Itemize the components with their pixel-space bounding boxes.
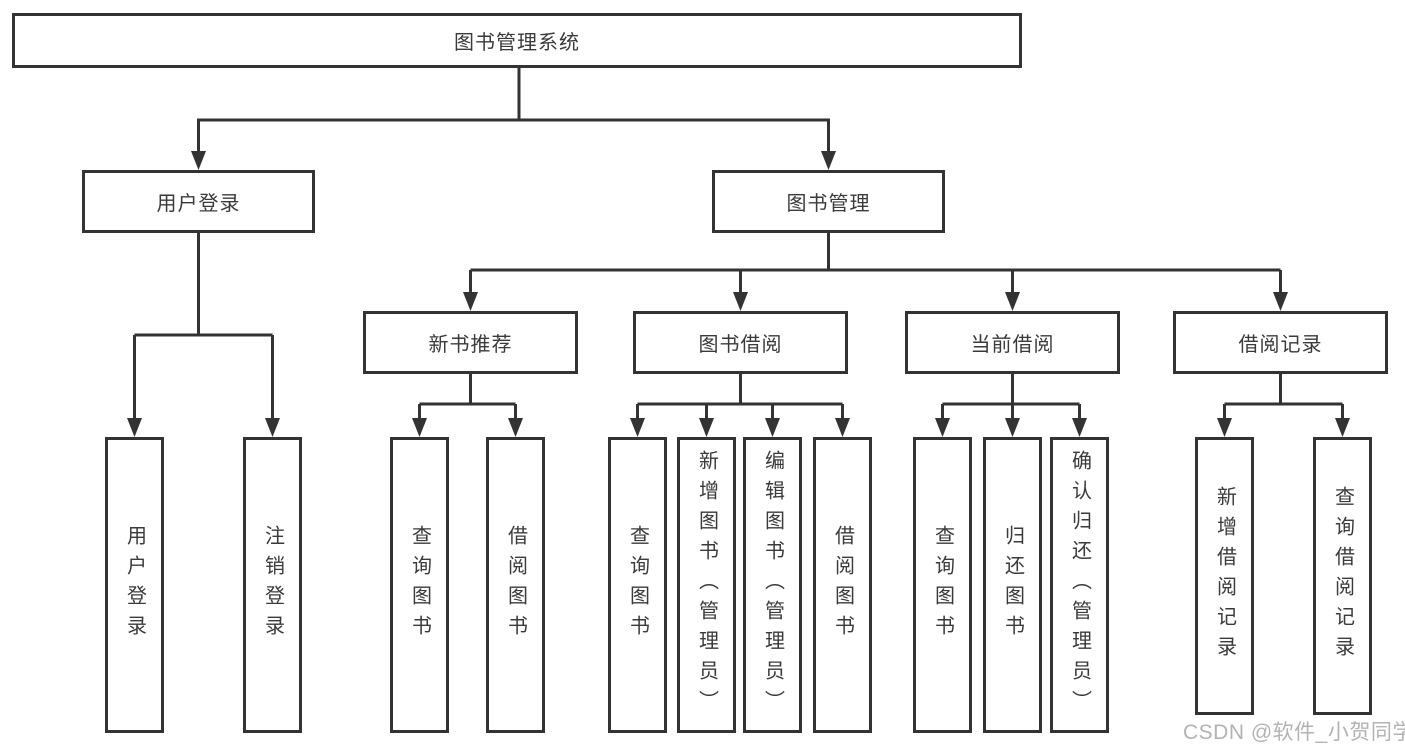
- node-user-login-leaf: 用户登录: [105, 437, 164, 733]
- node-book-management: 图书管理: [712, 170, 945, 233]
- node-label: 借阅图书: [831, 525, 854, 645]
- connector-book-management-to-level3: [463, 233, 1288, 311]
- connector-new-book-recommend-to-children: [412, 374, 523, 437]
- connector-current-borrowing-to-children: [935, 374, 1087, 437]
- connector-user-login-to-children: [127, 233, 280, 437]
- node-query-books-recommend: 查询图书: [390, 437, 449, 733]
- node-label: 查询图书: [408, 525, 431, 645]
- node-label: 新增图书（管理员）: [695, 450, 718, 720]
- node-confirm-return-admin: 确认归还（管理员）: [1050, 437, 1109, 733]
- node-label: 编辑图书（管理员）: [761, 450, 784, 720]
- node-borrow-books-borrowing: 借阅图书: [813, 437, 872, 733]
- connector-root-to-level2: [191, 68, 836, 170]
- node-add-books-admin: 新增图书（管理员）: [677, 437, 736, 733]
- node-book-borrowing: 图书借阅: [633, 311, 848, 374]
- node-current-borrowing: 当前借阅: [905, 311, 1120, 374]
- node-label: 查询图书: [626, 525, 649, 645]
- node-library-management-system: 图书管理系统: [12, 13, 1022, 68]
- node-label: 新增借阅记录: [1213, 486, 1236, 666]
- node-query-borrow-record: 查询借阅记录: [1313, 437, 1372, 715]
- node-borrow-books-recommend: 借阅图书: [486, 437, 545, 733]
- node-label: 查询图书: [931, 525, 954, 645]
- connector-book-borrowing-to-children: [630, 374, 850, 437]
- node-logout-leaf: 注销登录: [243, 437, 302, 733]
- node-return-books: 归还图书: [983, 437, 1042, 733]
- node-add-borrow-record: 新增借阅记录: [1195, 437, 1254, 715]
- node-borrow-records: 借阅记录: [1173, 311, 1388, 374]
- csdn-watermark: CSDN @软件_小贺同学: [1183, 721, 1405, 744]
- connector-borrow-records-to-children: [1217, 374, 1350, 437]
- node-label: 确认归还（管理员）: [1068, 450, 1091, 720]
- node-query-books-current: 查询图书: [913, 437, 972, 733]
- node-new-book-recommend: 新书推荐: [363, 311, 578, 374]
- node-user-login: 用户登录: [82, 170, 315, 233]
- node-query-books-borrowing: 查询图书: [608, 437, 667, 733]
- node-label: 归还图书: [1001, 525, 1024, 645]
- node-label: 查询借阅记录: [1331, 486, 1354, 666]
- node-label: 用户登录: [123, 525, 146, 645]
- node-label: 注销登录: [261, 525, 284, 645]
- node-edit-books-admin: 编辑图书（管理员）: [743, 437, 802, 733]
- node-label: 借阅图书: [504, 525, 527, 645]
